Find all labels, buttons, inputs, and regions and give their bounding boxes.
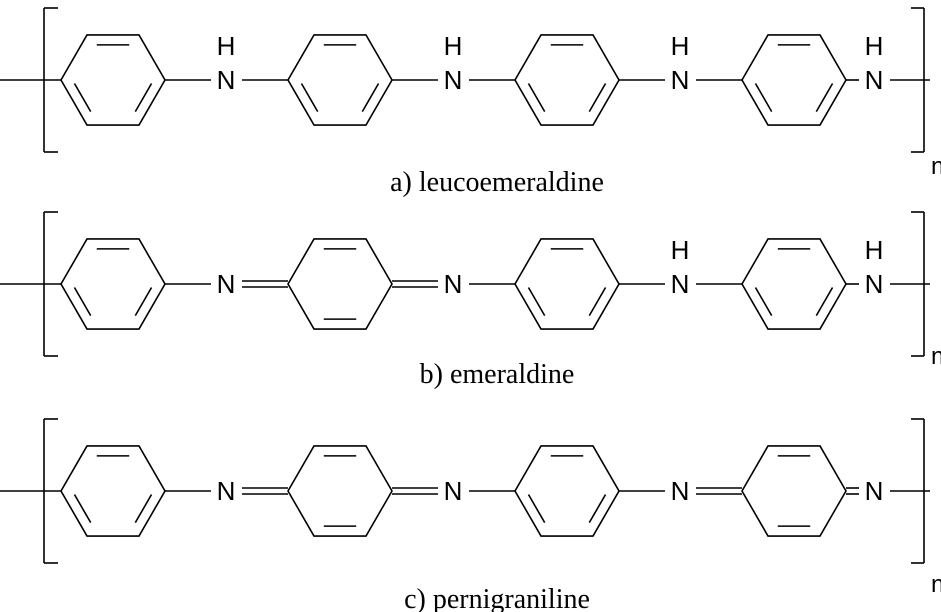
ring-3-inner-bond-1 [588,287,607,317]
ring-1 [60,445,166,537]
ring-1 [60,34,166,126]
nitrogen-atom-3: N [671,65,690,95]
repeat-label-emeraldine: n [931,343,941,370]
structure-pernigraniline: N N N N c) pernigraniline n [0,418,941,612]
caption-pernigraniline: c) pernigraniline [404,584,590,612]
ring-2-inner-bond-2 [300,83,319,113]
ring-2-inner-bond-1 [361,83,380,113]
ring-1-inner-bond-1 [134,287,153,317]
ring-2 [287,445,393,537]
ring-3-inner-bond-2 [527,494,546,524]
ring-4-inner-bond-1 [815,83,834,113]
nitrogen-atom-1: N [217,476,236,506]
ring-3-inner-bond-1 [588,494,607,524]
ring-4-inner-bond-2 [754,83,773,113]
nitrogen-atom-2: N [444,476,463,506]
ring-4 [741,34,847,126]
hydrogen-atom-4: H [865,31,884,61]
repeat-label-pernigraniline: n [931,571,941,598]
ring-3-inner-bond-2 [527,287,546,317]
ring-3-inner-bond-1 [588,83,607,113]
ring-1-inner-bond-1 [134,83,153,113]
nitrogen-atom-3: N [671,269,690,299]
caption-leucoemeraldine: a) leucoemeraldine [390,167,604,198]
ring-4-inner-bond-2 [754,287,773,317]
ring-4-inner-bond-1 [815,287,834,317]
ring-3 [514,238,620,330]
nitrogen-atom-4: N [865,476,884,506]
ring-3 [514,34,620,126]
hydrogen-atom-4: H [865,235,884,265]
ring-1-inner-bond-1 [134,494,153,524]
nitrogen-atom-1: N [217,269,236,299]
nitrogen-atom-2: N [444,269,463,299]
ring-1 [60,238,166,330]
ring-1-inner-bond-2 [73,494,92,524]
ring-3-inner-bond-2 [527,83,546,113]
nitrogen-atom-4: N [865,269,884,299]
ring-2 [287,34,393,126]
ring-1-inner-bond-2 [73,287,92,317]
ring-3 [514,445,620,537]
nitrogen-atom-1: N [217,65,236,95]
hydrogen-atom-3: H [671,31,690,61]
nitrogen-atom-4: N [865,65,884,95]
ring-2 [287,238,393,330]
ring-1-inner-bond-2 [73,83,92,113]
hydrogen-atom-2: H [444,31,463,61]
ring-4 [741,238,847,330]
repeat-label-leucoemeraldine: n [931,153,941,180]
ring-4 [741,445,847,537]
nitrogen-atom-3: N [671,476,690,506]
nitrogen-atom-2: N [444,65,463,95]
hydrogen-atom-3: H [671,235,690,265]
caption-emeraldine: b) emeraldine [420,359,575,390]
hydrogen-atom-1: H [217,31,236,61]
